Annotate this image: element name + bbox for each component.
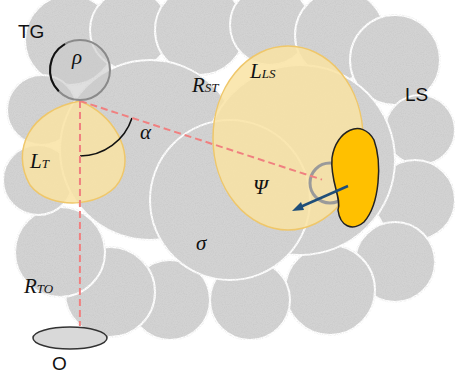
distance-line (80, 101, 322, 180)
target-outline (50, 40, 110, 100)
angle-symbol: Ψ (253, 176, 268, 199)
node-outline (32, 326, 108, 350)
target-volume (22, 101, 125, 203)
node-label: LS (405, 85, 428, 106)
node-label: TG (18, 22, 44, 43)
light-source: LS (322, 118, 380, 230)
node-outline (322, 118, 380, 230)
distance-label: RTO (24, 275, 53, 298)
density-symbol: ρ (72, 46, 82, 69)
scattering-medium (3, 0, 455, 340)
arrow-head (292, 202, 304, 211)
target-volume-label: LT (30, 150, 49, 173)
node-label: O (52, 354, 67, 375)
medium-symbol: σ (196, 232, 206, 255)
source-volume-label: LLS (250, 60, 275, 83)
distance-line (79, 101, 81, 326)
target-arc (50, 44, 65, 91)
angle-symbol: α (140, 121, 151, 144)
angle-arc (80, 118, 132, 156)
source-shape (332, 129, 379, 227)
detector-ellipse (33, 327, 107, 349)
observer-detector: O (32, 326, 108, 350)
cloud-lobe (285, 245, 375, 335)
distance-label: RST (192, 74, 219, 97)
direction-arrow (298, 186, 348, 208)
